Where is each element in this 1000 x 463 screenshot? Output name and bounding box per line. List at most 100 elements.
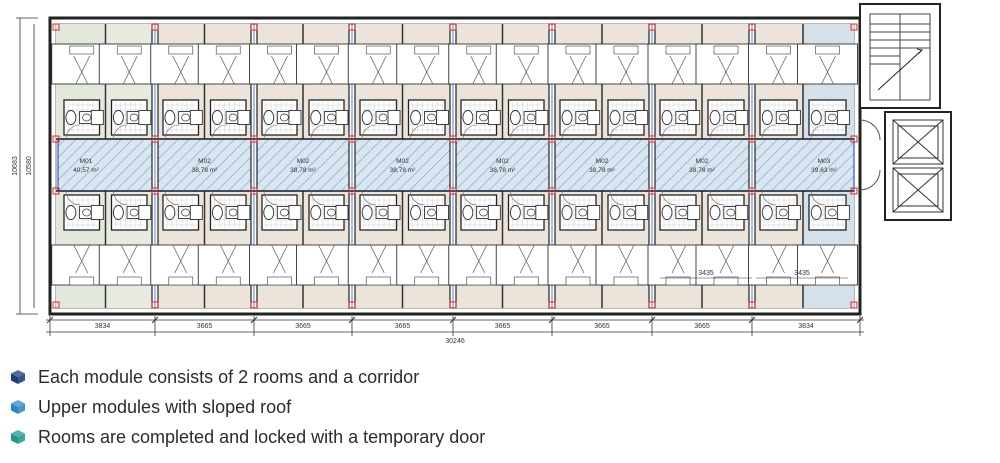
door-swing	[761, 190, 777, 206]
column-marker	[250, 23, 258, 31]
column-marker	[250, 135, 258, 143]
door-swing	[510, 190, 525, 206]
bed-icon	[495, 43, 557, 85]
dark-blue-cube-icon	[11, 370, 25, 384]
bathroom	[407, 194, 449, 231]
bed-icon	[197, 244, 259, 286]
module-code: M02	[297, 158, 310, 165]
column-marker	[748, 23, 756, 31]
light-blue-cube-icon	[11, 400, 25, 414]
stair-elevator-block	[859, 3, 952, 221]
module-area: 38,78 m²	[290, 167, 316, 174]
toilet-icon	[810, 205, 822, 220]
dim-tick	[151, 316, 159, 324]
column-marker	[748, 135, 756, 143]
left-dimension-inner: 10580	[26, 156, 33, 176]
toilet-icon	[112, 205, 124, 220]
door-swing	[410, 190, 425, 206]
shower-icon	[635, 205, 649, 220]
shower-icon	[535, 110, 549, 125]
furniture	[51, 43, 858, 286]
door-swing	[661, 124, 677, 140]
toilet-icon	[761, 205, 773, 220]
bed-icon	[98, 43, 160, 85]
shower-icon	[535, 205, 549, 220]
bed-icon	[797, 244, 858, 286]
toilet-icon	[462, 205, 474, 220]
bathroom	[808, 194, 850, 231]
toilet-icon	[410, 205, 422, 220]
bathroom	[707, 99, 749, 136]
bathroom	[659, 99, 701, 136]
shower-icon	[487, 205, 501, 220]
door-swing	[212, 124, 227, 140]
module-code: M02	[696, 158, 709, 165]
column-marker	[449, 23, 457, 31]
bed-icon	[98, 244, 160, 286]
door-swing	[462, 124, 478, 140]
bed-icon	[797, 43, 858, 85]
toilet-icon	[65, 110, 77, 125]
module-code: M02	[496, 158, 509, 165]
toilet-icon	[263, 205, 275, 220]
door-swing	[709, 190, 725, 206]
column-marker	[548, 23, 556, 31]
bathroom	[659, 194, 701, 231]
bathroom	[507, 99, 549, 136]
column-marker	[52, 135, 60, 143]
column-marker	[850, 135, 858, 143]
shower-icon	[836, 205, 850, 220]
door-swing	[609, 190, 625, 206]
bathroom	[359, 99, 401, 136]
module-area: 38,78 m²	[192, 167, 218, 174]
shower-icon	[436, 205, 449, 220]
column-marker	[348, 187, 356, 195]
toilet-icon	[164, 110, 176, 125]
shower-icon	[487, 110, 501, 125]
door-swing	[65, 124, 81, 140]
shower-icon	[288, 205, 302, 220]
stair-icon	[869, 13, 931, 101]
module-area: 39,63 m²	[811, 167, 837, 174]
column-marker	[548, 187, 556, 195]
dimension-lines	[19, 18, 864, 333]
door-swing	[761, 124, 777, 140]
door-swing	[212, 190, 227, 206]
column-marker	[748, 187, 756, 195]
toilet-icon	[709, 205, 721, 220]
column-marker	[850, 301, 858, 309]
toilet-icon	[761, 110, 773, 125]
dim-tick	[250, 316, 258, 324]
legend-text: Upper modules with sloped roof	[38, 396, 292, 417]
column-marker	[250, 187, 258, 195]
legend-item-module: Each module consists of 2 rooms and a co…	[8, 362, 708, 392]
door-swing	[510, 124, 525, 140]
bathroom	[759, 99, 801, 136]
legend-text: Each module consists of 2 rooms and a co…	[38, 366, 420, 387]
column-marker	[449, 135, 457, 143]
door-swing	[410, 124, 425, 140]
dim-tick	[548, 316, 556, 324]
column-marker	[748, 301, 756, 309]
toilet-icon	[709, 110, 721, 125]
column-marker	[151, 135, 159, 143]
dim-tick	[856, 316, 864, 324]
column-marker	[850, 187, 858, 195]
bathroom	[162, 194, 203, 231]
shower-icon	[189, 110, 203, 125]
toilet-icon	[661, 205, 673, 220]
bathroom	[460, 194, 501, 231]
door-swing	[661, 190, 677, 206]
door-swing	[113, 190, 128, 206]
shower-icon	[90, 205, 104, 220]
shower-icon	[387, 205, 401, 220]
shower-icon	[587, 205, 601, 220]
shower-icon	[587, 110, 601, 125]
column-marker	[348, 301, 356, 309]
column-marker	[548, 135, 556, 143]
bed-icon	[396, 244, 458, 286]
building-outline	[48, 16, 862, 316]
module-code: M01	[80, 158, 93, 165]
bathroom	[209, 194, 251, 231]
dim-tick	[46, 316, 54, 324]
